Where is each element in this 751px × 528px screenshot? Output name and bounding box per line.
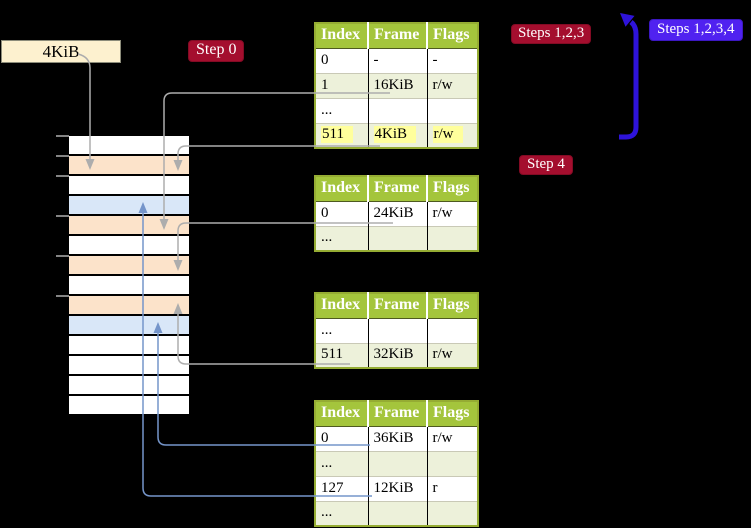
header-index: Index	[315, 401, 369, 427]
memory-frame-row-blue	[69, 196, 189, 216]
cell-flags	[427, 225, 478, 251]
step4-badge: Step 4	[519, 155, 573, 175]
header-frame: Frame	[368, 23, 428, 49]
table-row: 127 12KiB r	[315, 475, 478, 501]
header-index: Index	[315, 293, 369, 319]
table-row: 0 24KiB r/w	[315, 200, 478, 226]
header-frame: Frame	[368, 176, 428, 202]
cell-index: 511	[315, 122, 369, 148]
cell-index: 1	[315, 72, 369, 98]
cell-frame: -	[368, 47, 428, 73]
table-row: ...	[315, 97, 478, 123]
cell-index: ...	[315, 317, 369, 343]
cell-flags	[427, 500, 478, 526]
cell-flags	[427, 97, 478, 123]
cell-flags: r/w	[427, 72, 478, 98]
memory-frame-row-peach	[69, 296, 189, 316]
highlighted-text: 4KiB	[373, 126, 417, 144]
page-table-level-3: Index Frame Flags 0 24KiB r/w ...	[314, 175, 479, 252]
physical-memory-column	[69, 136, 189, 416]
memory-frame-row-white	[69, 136, 189, 156]
table-row: ...	[315, 500, 478, 526]
table-row: 1 16KiB r/w	[315, 72, 478, 98]
page-table-level-2: Index Frame Flags ... 511 32KiB r/w	[314, 292, 479, 369]
header-flags: Flags	[427, 401, 478, 427]
cell-index: 127	[315, 475, 369, 501]
cell-index: 511	[315, 342, 369, 368]
cell-frame	[368, 317, 428, 343]
memory-frame-row-white	[69, 396, 189, 416]
cell-flags: r	[427, 475, 478, 501]
table-header-row: Index Frame Flags	[315, 23, 478, 49]
cell-frame: 24KiB	[368, 200, 428, 226]
steps123-badge: Steps 1,2,3	[511, 24, 592, 44]
cell-frame	[368, 450, 428, 476]
cell-flags: r/w	[427, 425, 478, 451]
memory-tick	[56, 175, 69, 177]
memory-tick	[56, 255, 69, 257]
cell-frame	[368, 225, 428, 251]
memory-frame-row-white	[69, 356, 189, 376]
cell-frame: 16KiB	[368, 72, 428, 98]
recursive-loop-arrow	[619, 13, 639, 140]
cell-flags	[427, 317, 478, 343]
step0-badge: Step 0	[188, 40, 245, 62]
cell-index: 0	[315, 47, 369, 73]
memory-frame-row-peach	[69, 256, 189, 276]
header-frame: Frame	[368, 293, 428, 319]
page-table-level-4: Index Frame Flags 0 - - 1 16KiB r/w ... …	[314, 22, 479, 149]
table-header-row: Index Frame Flags	[315, 293, 478, 319]
cell-frame: 12KiB	[368, 475, 428, 501]
table-header-row: Index Frame Flags	[315, 401, 478, 427]
cell-frame	[368, 97, 428, 123]
table-row: 0 36KiB r/w	[315, 425, 478, 451]
memory-tick	[56, 295, 69, 297]
cell-index: ...	[315, 225, 369, 251]
cell-flags: r/w	[427, 200, 478, 226]
highlighted-text: 511	[321, 126, 353, 144]
cell-frame	[368, 500, 428, 526]
table-row: 511 32KiB r/w	[315, 342, 478, 368]
memory-tick	[56, 215, 69, 217]
steps1234-badge: Steps 1,2,3,4	[649, 19, 743, 41]
table-row: 0 - -	[315, 47, 478, 73]
cell-flags: -	[427, 47, 478, 73]
header-flags: Flags	[427, 176, 478, 202]
table-row: ...	[315, 450, 478, 476]
memory-tick	[56, 135, 69, 137]
cell-flags: r/w	[427, 122, 478, 148]
header-flags: Flags	[427, 293, 478, 319]
cell-flags: r/w	[427, 342, 478, 368]
frame-size-label: 4KiB	[1, 40, 121, 63]
cell-index: ...	[315, 97, 369, 123]
memory-frame-row-white	[69, 176, 189, 196]
memory-frame-row-white	[69, 376, 189, 396]
memory-tick	[56, 155, 69, 157]
table-row-recursive-entry: 511 4KiB r/w	[315, 122, 478, 148]
memory-frame-row-blue	[69, 316, 189, 336]
memory-frame-row-white	[69, 336, 189, 356]
cell-index: 0	[315, 200, 369, 226]
cell-frame: 32KiB	[368, 342, 428, 368]
memory-frame-row-white	[69, 276, 189, 296]
header-index: Index	[315, 23, 369, 49]
cell-frame: 4KiB	[368, 122, 428, 148]
cell-index: ...	[315, 450, 369, 476]
table-header-row: Index Frame Flags	[315, 176, 478, 202]
cell-flags	[427, 450, 478, 476]
highlighted-text: r/w	[432, 126, 463, 144]
memory-frame-row-white	[69, 236, 189, 256]
table-row: ...	[315, 225, 478, 251]
memory-frame-row-peach	[69, 156, 189, 176]
page-table-level-1: Index Frame Flags 0 36KiB r/w ... 127 12…	[314, 400, 479, 527]
cell-index: 0	[315, 425, 369, 451]
header-flags: Flags	[427, 23, 478, 49]
memory-frame-row-peach	[69, 216, 189, 236]
header-frame: Frame	[368, 401, 428, 427]
cell-index: ...	[315, 500, 369, 526]
table-row: ...	[315, 317, 478, 343]
arrow-l4-entry511-to-4kib-frame	[173, 145, 380, 171]
header-index: Index	[315, 176, 369, 202]
cell-frame: 36KiB	[368, 425, 428, 451]
